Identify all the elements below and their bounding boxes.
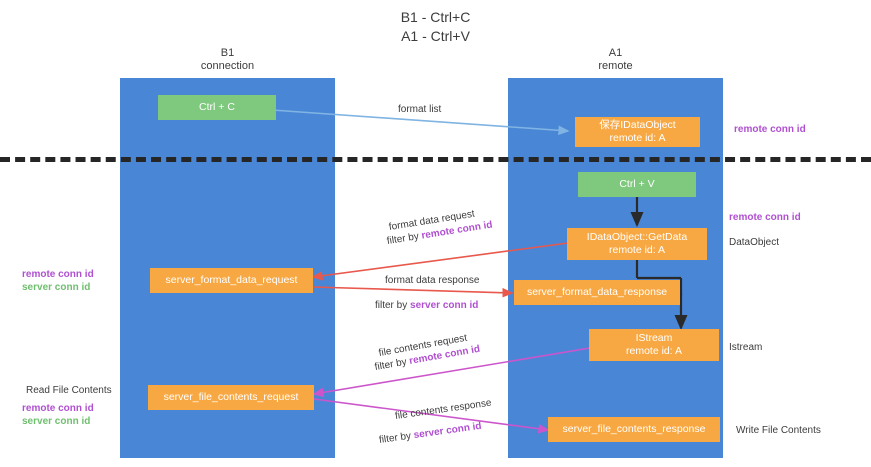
label-right-remote-conn-id-mid-text: remote conn id: [729, 212, 801, 223]
label-left-server-conn-id: server conn id: [22, 281, 90, 295]
box-server-file-contents-request: server_file_contents_request: [148, 385, 314, 410]
filter-key-server-conn-id: server conn id: [410, 300, 479, 311]
box-ctrl-v-label: Ctrl + V: [619, 178, 655, 190]
label-left-remote-conn-id-text: remote conn id: [22, 269, 94, 280]
lane-header-b1-role: connection: [200, 60, 255, 72]
label-left-read-file-contents-text: Read File Contents: [26, 385, 112, 396]
box-ctrl-c-label: Ctrl + C: [199, 101, 235, 113]
label-right-remote-conn-id-mid: remote conn id: [729, 211, 801, 225]
lane-header-a1-name: A1: [608, 47, 623, 59]
box-istream-line-2: remote id: A: [625, 345, 683, 357]
message-format-list: format list: [398, 103, 441, 116]
phase-divider: [0, 157, 871, 162]
box-getdata-line-1: IDataObject::GetData: [586, 231, 688, 243]
page-title: B1 - Ctrl+C A1 - Ctrl+V: [0, 8, 871, 46]
lane-header-b1-name: B1: [220, 47, 235, 59]
box-server-format-data-response: server_format_data_response: [514, 280, 680, 305]
box-server-file-contents-request-label: server_file_contents_request: [163, 391, 299, 403]
label-right-write-file-contents: Write File Contents: [736, 424, 821, 438]
title-line-1: B1 - Ctrl+C: [400, 9, 471, 25]
filter-key-server-conn-id-2: server conn id: [413, 420, 483, 442]
label-right-write-file-contents-text: Write File Contents: [736, 425, 821, 436]
label-left-server-conn-id-2-text: server conn id: [22, 416, 91, 427]
label-left-remote-conn-id: remote conn id: [22, 268, 94, 282]
box-server-file-contents-response-label: server_file_contents_response: [562, 423, 706, 435]
lane-header-b1: B1 connection: [120, 47, 335, 73]
message-file-contents-response-text: file contents response: [394, 397, 493, 423]
label-left-server-conn-id-text: server conn id: [22, 282, 91, 293]
box-server-format-data-request-label: server_format_data_request: [165, 274, 298, 286]
box-getdata-line-2: remote id: A: [608, 244, 666, 256]
box-idataobject-line-2: remote id: A: [609, 132, 666, 144]
message-format-data-response: format data response: [385, 274, 480, 287]
box-server-file-contents-response: server_file_contents_response: [548, 417, 720, 442]
title-line-2: A1 - Ctrl+V: [401, 28, 470, 44]
label-right-remote-conn-id-top: remote conn id: [734, 123, 806, 137]
box-ctrl-c: Ctrl + C: [158, 95, 276, 120]
label-right-istream: Istream: [729, 341, 762, 355]
filter-prefix-2: filter by: [375, 300, 411, 311]
label-right-remote-conn-id-top-text: remote conn id: [734, 124, 806, 135]
filter-prefix-4: filter by: [378, 430, 415, 447]
box-idataobject: 保存IDataObject remote id: A: [575, 117, 700, 147]
message-file-contents-response-filter: filter by server conn id: [378, 420, 482, 447]
box-getdata: IDataObject::GetData remote id: A: [567, 228, 707, 260]
label-left-read-file-contents: Read File Contents: [26, 384, 112, 398]
label-right-dataobject: DataObject: [729, 236, 779, 250]
label-right-istream-text: Istream: [729, 342, 763, 353]
message-format-data-response-text: format data response: [385, 275, 480, 286]
message-format-list-text: format list: [398, 104, 442, 115]
box-ctrl-v: Ctrl + V: [578, 172, 696, 197]
label-left-remote-conn-id-2: remote conn id: [22, 402, 94, 416]
box-istream: IStream remote id: A: [589, 329, 719, 361]
label-right-dataobject-text: DataObject: [729, 237, 780, 248]
lane-header-a1: A1 remote: [508, 47, 723, 73]
message-format-data-response-filter: filter by server conn id: [375, 299, 478, 312]
label-left-server-conn-id-2: server conn id: [22, 415, 90, 429]
box-idataobject-line-1: 保存IDataObject: [599, 119, 676, 131]
lane-header-a1-role: remote: [598, 60, 633, 72]
box-istream-line-1: IStream: [635, 332, 673, 344]
box-server-format-data-response-label: server_format_data_response: [526, 286, 668, 298]
label-left-remote-conn-id-2-text: remote conn id: [22, 403, 94, 414]
box-server-format-data-request: server_format_data_request: [150, 268, 313, 293]
